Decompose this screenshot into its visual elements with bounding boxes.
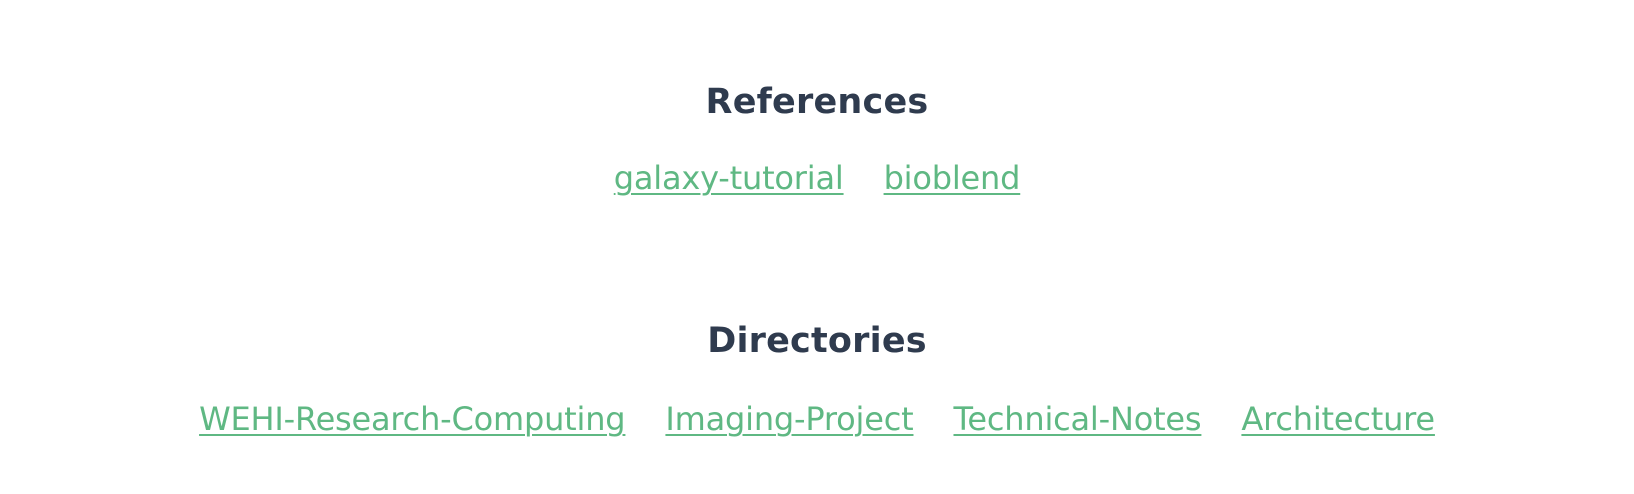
- reference-link-bioblend[interactable]: bioblend: [883, 159, 1021, 197]
- directories-section: Directories WEHI-Research-Computing Imag…: [0, 317, 1634, 441]
- references-link-list: galaxy-tutorial bioblend: [0, 156, 1634, 200]
- directory-link-imaging-project[interactable]: Imaging-Project: [665, 400, 914, 438]
- directories-heading: Directories: [707, 321, 927, 361]
- directory-link-wehi-research-computing[interactable]: WEHI-Research-Computing: [199, 400, 626, 438]
- references-heading: References: [705, 82, 929, 122]
- directories-link-list: WEHI-Research-Computing Imaging-Project …: [0, 397, 1634, 441]
- directory-link-technical-notes[interactable]: Technical-Notes: [953, 400, 1202, 438]
- references-section: References galaxy-tutorial bioblend: [0, 78, 1634, 200]
- reference-link-galaxy-tutorial[interactable]: galaxy-tutorial: [613, 159, 844, 197]
- directory-link-architecture[interactable]: Architecture: [1241, 400, 1435, 438]
